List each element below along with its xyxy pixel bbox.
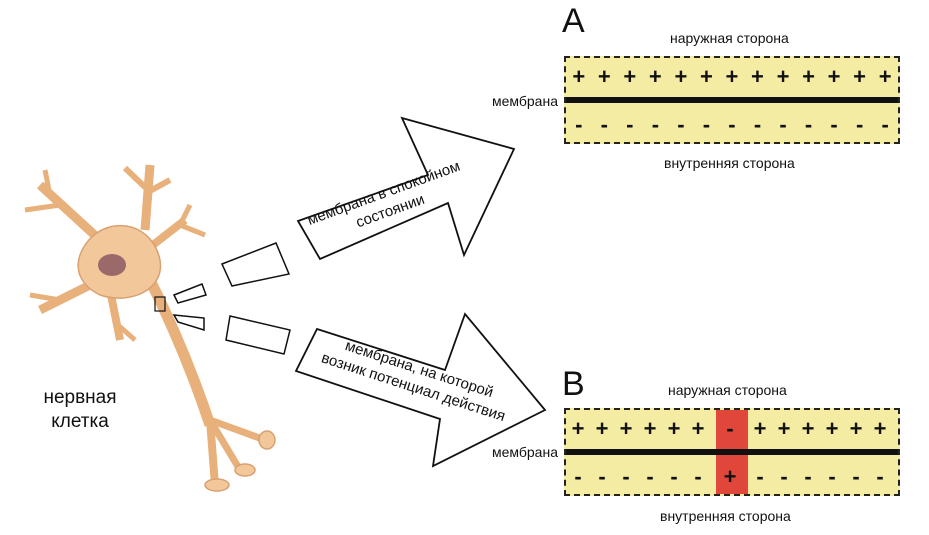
- plus-sign: +: [753, 416, 767, 441]
- plus-sign: +: [597, 64, 611, 89]
- minus-sign: -: [753, 112, 762, 137]
- minus-sign: -: [828, 464, 836, 489]
- minus-sign: -: [830, 112, 838, 137]
- arrow-rest: [296, 116, 516, 261]
- plus-sign: +: [691, 416, 705, 441]
- minus-sign: -: [626, 112, 634, 137]
- minus-sign: -: [780, 464, 788, 489]
- panel-a-membrane-box: + + + + + + + + + + + + + - - - - - - - …: [564, 56, 900, 144]
- panel-a-top-signs: + + + + + + + + + + + + +: [566, 64, 898, 90]
- panel-b-top-signs: + + + + + + - + + + + + +: [566, 416, 898, 442]
- plus-sign: +: [827, 64, 841, 89]
- plus-sign: +: [699, 64, 713, 89]
- panel-b-inner-label: внутренняя сторона: [660, 508, 791, 524]
- plus-sign: +: [776, 64, 790, 89]
- panel-b-outer-label: наружная сторона: [668, 382, 787, 398]
- minus-sign: -: [702, 112, 711, 137]
- minus-sign: -: [881, 112, 889, 137]
- minus-sign: -: [575, 112, 583, 137]
- minus-sign: -: [756, 464, 764, 489]
- nerve-cell-label: нервная клетка: [38, 386, 122, 434]
- panel-b-membrane-label: мембрана: [492, 444, 558, 460]
- plus-sign: +: [572, 64, 586, 89]
- plus-sign: +: [648, 64, 662, 89]
- panel-a-outer-label: наружная сторона: [670, 30, 789, 46]
- panel-a-bottom-signs: - - - - - - - - - - - - -: [566, 112, 898, 138]
- minus-sign: -: [852, 464, 860, 489]
- nucleus-icon: [98, 254, 126, 276]
- panel-b-membrane-box: + + + + + + - + + + + + + - - - - - - + …: [564, 408, 900, 496]
- panel-b-letter: В: [562, 365, 585, 403]
- plus-sign: +: [623, 64, 637, 89]
- minus-sign: -: [779, 112, 787, 137]
- plus-sign: +: [849, 416, 863, 441]
- panel-a-membrane-label: мембрана: [492, 93, 558, 109]
- plus-sign: +: [878, 64, 892, 89]
- minus-sign: -: [728, 112, 736, 137]
- panel-a-letter: А: [562, 2, 585, 40]
- neuron-illustration: [24, 164, 276, 492]
- minus-sign: -: [651, 112, 660, 137]
- plus-sign: +: [723, 464, 737, 489]
- panel-b-bottom-signs: - - - - - - + - - - - - -: [566, 464, 898, 490]
- zoom-indicators: [172, 242, 291, 355]
- plus-sign: +: [595, 416, 609, 441]
- nerve-cell-label-line1: нервная: [43, 387, 117, 408]
- plus-sign: +: [674, 64, 688, 89]
- plus-sign: +: [667, 416, 681, 441]
- minus-sign: -: [876, 464, 884, 489]
- minus-sign: -: [804, 464, 812, 489]
- plus-sign: +: [751, 64, 764, 89]
- plus-sign: +: [801, 416, 815, 441]
- plus-sign: +: [725, 64, 739, 89]
- plus-sign: +: [643, 416, 657, 441]
- plus-sign: +: [619, 416, 633, 441]
- minus-sign: -: [855, 112, 864, 137]
- plus-sign: +: [571, 416, 585, 441]
- minus-sign: -: [726, 416, 734, 441]
- minus-sign: -: [600, 112, 608, 137]
- minus-sign: -: [646, 464, 654, 489]
- arrow-action: [294, 312, 547, 468]
- minus-sign: -: [694, 464, 702, 489]
- panel-a-inner-label: внутренняя сторона: [664, 155, 795, 171]
- plus-sign: +: [873, 416, 887, 441]
- minus-sign: -: [574, 464, 582, 489]
- nerve-cell-label-line2: клетка: [51, 411, 109, 432]
- minus-sign: -: [804, 112, 813, 137]
- minus-sign: -: [622, 464, 630, 489]
- plus-sign: +: [777, 416, 791, 441]
- plus-sign: +: [825, 416, 839, 441]
- minus-sign: -: [670, 464, 678, 489]
- panel-b-membrane-line: [566, 449, 898, 455]
- plus-sign: +: [802, 64, 815, 89]
- minus-sign: -: [677, 112, 685, 137]
- minus-sign: -: [598, 464, 606, 489]
- plus-sign: +: [853, 64, 867, 89]
- panel-a-membrane-line: [566, 97, 898, 103]
